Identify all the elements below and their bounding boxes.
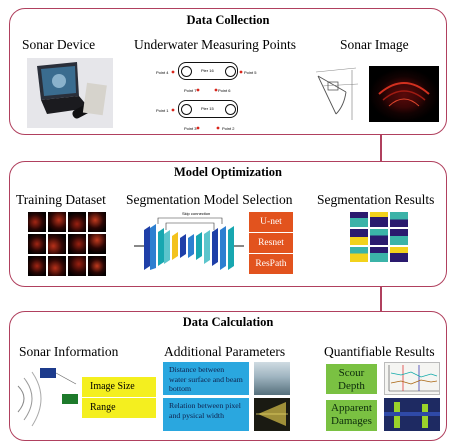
scour-depth-plot-thumbnail [384,362,440,395]
sonar-information-label: Sonar Information [19,344,119,359]
sonar-scan-sketch [315,67,359,120]
pier-15-label: Pier 15 [201,106,214,111]
water-surface-thumbnail [254,362,290,395]
network-diagram: Skip connection [134,211,244,270]
point-7-label: Point 7 [184,88,197,93]
point-5-label: Point 5 [244,70,257,75]
measuring-point-markers [171,70,243,130]
panel-connector [380,135,382,161]
pier-15-right-circle [225,104,236,115]
sonar-device-label: Sonar Device [22,37,96,52]
measuring-points-diagram: Pier 16 Pier 15 Point 4 Point 5 Point 7 … [148,58,266,132]
pier-15-left-circle [181,104,192,115]
param-distance-box: Distance between water surface and beam … [163,362,249,395]
pier-15-outline [178,100,238,118]
skip-connection-label: Skip connection [182,211,210,216]
measuring-points-label: Underwater Measuring Points [134,37,296,52]
training-dataset-label: Training Dataset [16,192,106,207]
range-field: Range [82,398,156,418]
model-selection-label: Segmentation Model Selection [126,192,293,207]
sonar-image [369,66,439,122]
data-collection-title: Data Collection [186,13,270,27]
apparent-damages-result: Apparent Damages [326,400,377,431]
sonar-image-label: Sonar Image [340,37,409,52]
model-optimization-title: Model Optimization [174,165,282,179]
training-dataset-grid [28,212,106,276]
sonar-beam-sketch [17,368,78,427]
pixel-width-thumbnail [254,398,290,431]
model-option-unet: U-net [249,212,293,232]
apparent-damages-thumbnail [384,398,440,431]
segmentation-results-label: Segmentation Results [317,192,435,207]
pier-16-label: Pier 16 [201,68,214,73]
point-3-label: Point 3 [184,126,197,131]
pier-16-left-circle [181,66,192,77]
scour-depth-result: Scour Depth [326,364,377,394]
image-size-field: Image Size [82,377,156,397]
quantifiable-results-label: Quantifiable Results [324,344,435,359]
data-calculation-title: Data Calculation [182,315,274,329]
sonar-device-image [27,58,113,128]
point-2-label: Point 2 [222,126,235,131]
model-option-resnet: Resnet [249,233,293,253]
additional-parameters-label: Additional Parameters [164,344,286,359]
segmentation-results-grid [350,212,408,262]
model-option-respath: ResPath [249,254,293,274]
panel-connector [380,287,382,311]
point-4-label: Point 4 [156,70,169,75]
param-pixel-relation-box: Relation between pixel and pysical width [163,398,249,431]
point-6-label: Point 6 [218,88,231,93]
pier-16-outline [178,62,238,80]
pier-16-right-circle [225,66,236,77]
point-1-label: Point 1 [156,108,169,113]
